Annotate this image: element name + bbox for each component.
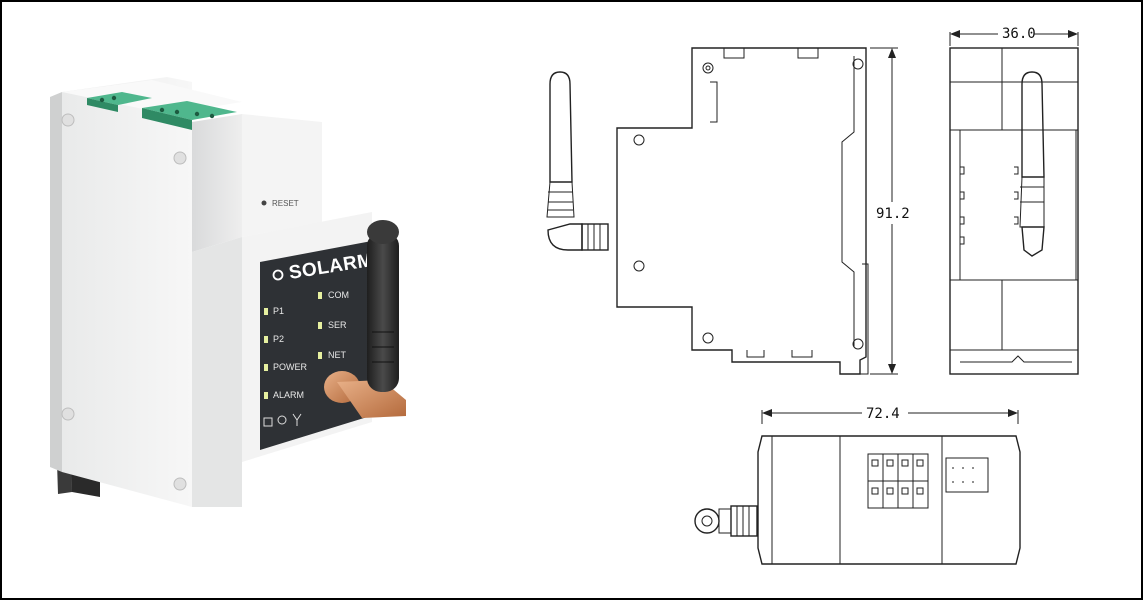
led-com [318, 292, 322, 299]
led-label-p2: P2 [273, 334, 284, 344]
antenna [324, 220, 406, 418]
terminal-blocks [87, 92, 237, 130]
led-alarm [264, 392, 268, 399]
led-ser [318, 322, 322, 329]
product-render: RESET SOLARMAN P1 P2 POWER ALARM COM [50, 77, 406, 507]
led-label-net: NET [328, 350, 347, 360]
led-label-ser: SER [328, 320, 347, 330]
body-edge [50, 92, 62, 472]
dim-length: 72.4 [866, 406, 900, 422]
front-view-drawing: 36.0 [949, 26, 1079, 375]
dim-width: 36.0 [1002, 26, 1036, 42]
led-label-alarm: ALARM [273, 390, 304, 400]
port-icon [263, 417, 273, 427]
dim-height: 91.2 [876, 206, 910, 222]
led-power [264, 364, 268, 371]
led-column-left: P1 P2 POWER ALARM [264, 306, 308, 400]
top-view-drawing: 72.4 [694, 406, 1021, 565]
reset-label: RESET [272, 199, 299, 208]
led-label-p1: P1 [273, 306, 284, 316]
side-view-drawing: 91.2 [546, 47, 910, 375]
led-net [318, 352, 322, 359]
antenna-icon [292, 413, 302, 426]
power-icon [277, 415, 287, 425]
led-label-com: COM [328, 290, 349, 300]
led-label-power: POWER [273, 362, 308, 372]
led-p2 [264, 336, 268, 343]
reset-button[interactable] [261, 200, 267, 206]
led-column-right: COM SER NET [318, 290, 349, 360]
body-left [62, 77, 192, 507]
led-p1 [264, 308, 268, 315]
